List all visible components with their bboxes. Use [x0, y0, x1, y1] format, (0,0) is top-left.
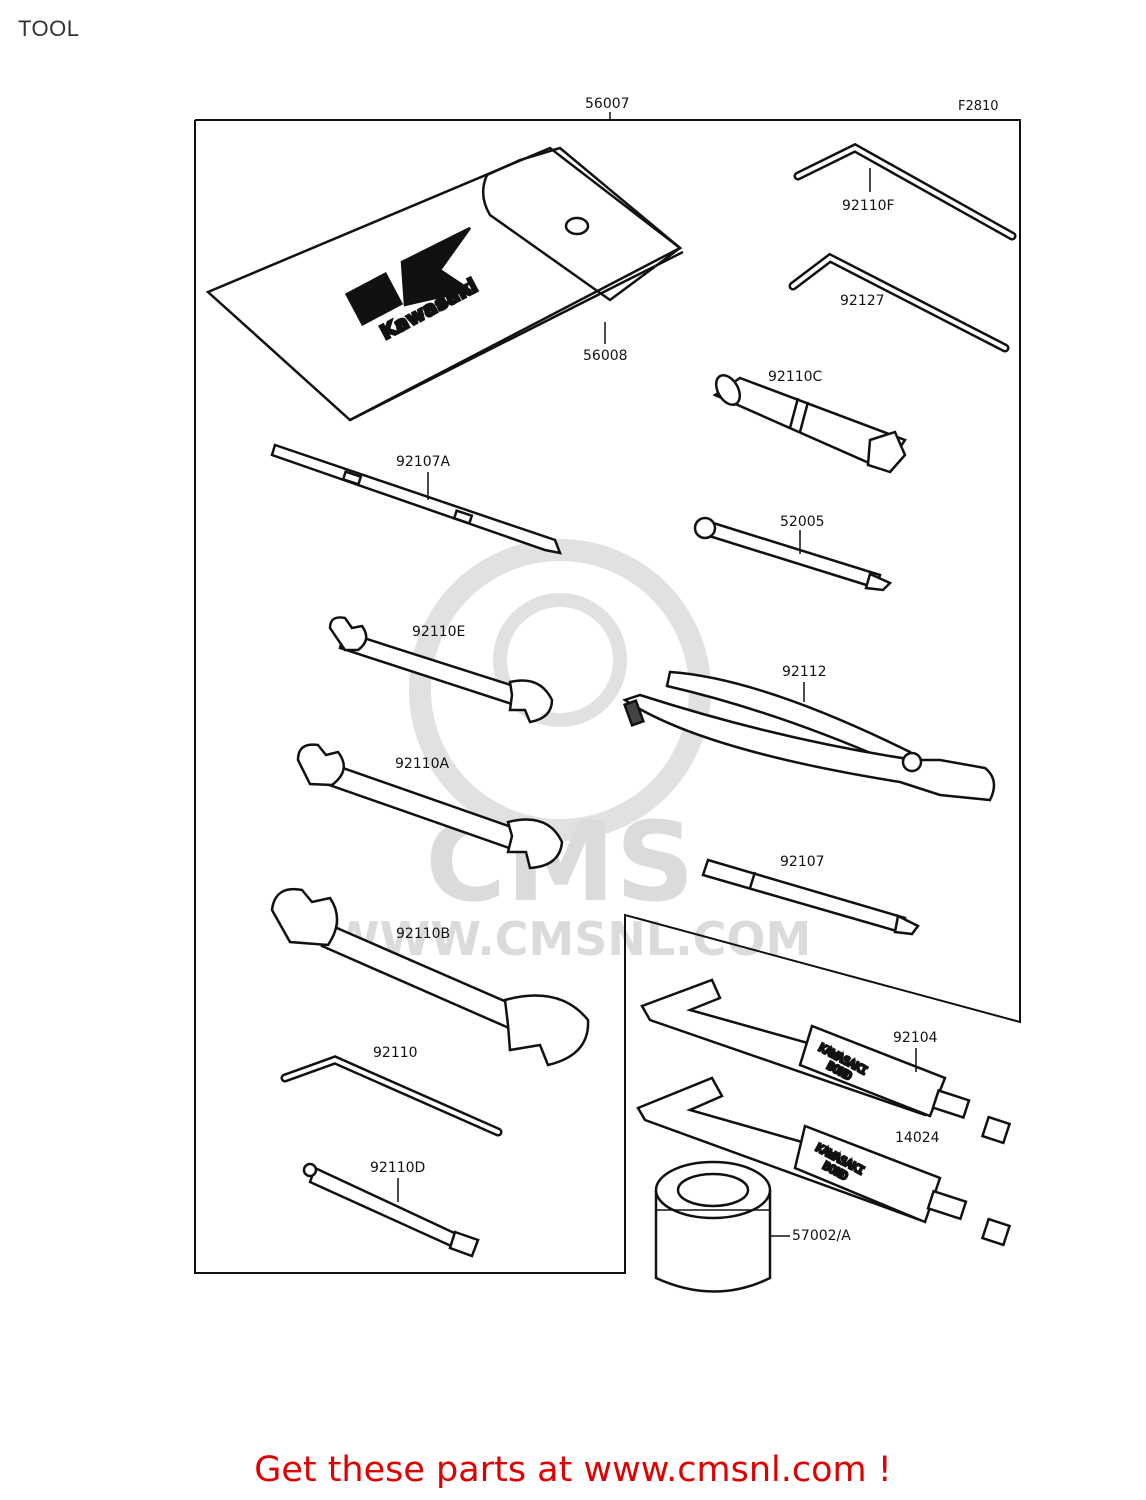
hex-key-92127 [788, 252, 1010, 353]
part-label-92110C: 92110C [768, 369, 823, 385]
part-label-92110: 92110 [373, 1045, 418, 1061]
part-label-92112: 92112 [782, 664, 827, 680]
wrench-92110B [270, 887, 590, 1067]
part-label-92110A: 92110A [395, 756, 450, 772]
wrench-92110A [296, 743, 564, 870]
bond-tube-92104: KAWASAKI BOND [640, 978, 1012, 1145]
footer-promo: Get these parts at www.cmsnl.com ! [254, 1450, 892, 1490]
group-boundary [194, 119, 1021, 1274]
part-label-92104: 92104 [893, 1030, 938, 1046]
cms-watermark: CMS WWW.CMSNL.COM [329, 539, 812, 966]
box-wrench-92110C [712, 374, 907, 474]
figure-code: F2810 [958, 99, 999, 114]
part-label-92110D: 92110D [370, 1160, 425, 1176]
part-label-56007: 56007 [585, 96, 630, 112]
part-label-92107: 92107 [780, 854, 825, 870]
wrench-92110E [328, 616, 554, 724]
pliers-92112 [622, 670, 996, 802]
handle-52005 [693, 516, 893, 592]
screwdriver-92107 [701, 858, 920, 936]
part-label-92110E: 92110E [412, 624, 465, 640]
part-label-92127: 92127 [840, 293, 885, 309]
part-label-56008: 56008 [583, 348, 628, 364]
spanner-92110D [302, 1162, 480, 1258]
hex-key-92110 [280, 1055, 503, 1137]
part-label-92110F: 92110F [842, 198, 895, 214]
bond-tube-14024: KAWASAKI BOND [636, 1076, 1012, 1247]
page-title: TOOL [18, 16, 80, 41]
watermark-url: WWW.CMSNL.COM [329, 912, 812, 966]
screwdriver-92107A [270, 443, 562, 555]
part-label-92107A: 92107A [396, 454, 451, 470]
part-label-92110B: 92110B [396, 926, 450, 942]
grease-can-57002A [654, 1160, 772, 1293]
tool-pouch: Kawasaki [205, 146, 684, 422]
part-label-14024: 14024 [895, 1130, 940, 1146]
part-label-57002A: 57002/A [792, 1228, 851, 1244]
part-label-52005: 52005 [780, 514, 825, 530]
